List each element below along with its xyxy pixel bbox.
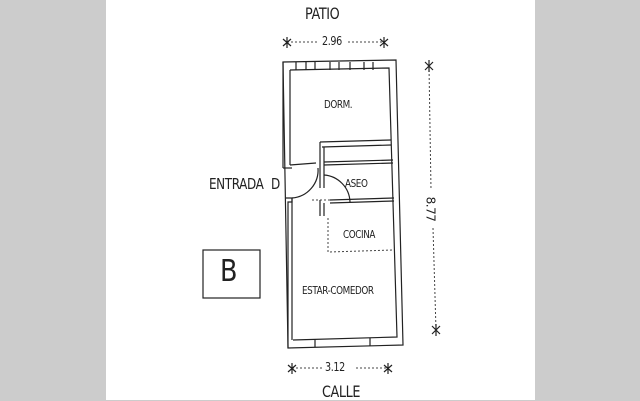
room-estar-comedor: ESTAR-COMEDOR [302,284,374,297]
calle-label: CALLE [322,382,361,401]
entrance-label: ENTRADA [209,175,264,193]
room-aseo: ASEO [345,177,368,190]
bottom-width-dimension: 3.12 [325,360,345,374]
room-dorm: DORM. [324,98,353,111]
unit-letter: B [220,254,238,289]
left-margin [0,0,106,400]
right-margin [535,0,640,400]
top-width-dimension: 2.96 [322,34,342,48]
patio-label: PATIO [305,4,340,23]
room-cocina: COCINA [343,228,376,241]
unit-label-box [202,249,261,299]
outer-wall [282,59,404,349]
entrance-marker: D [271,175,280,193]
height-dimension: 8.77 [423,196,438,222]
